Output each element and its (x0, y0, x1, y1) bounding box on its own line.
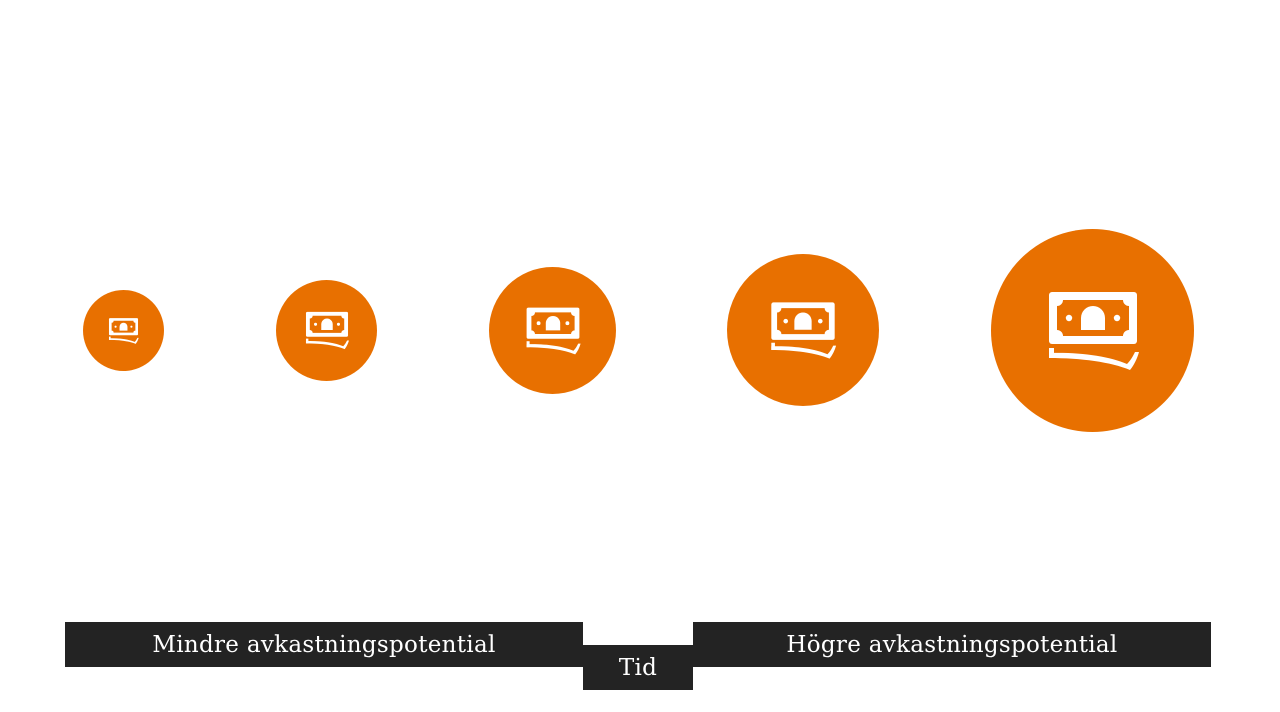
money-bill-icon (771, 301, 837, 359)
money-bill-icon (1048, 291, 1139, 370)
money-bill-icon (108, 317, 139, 344)
lower-return-label: Mindre avkastningspotential (65, 622, 583, 667)
time-label: Tid (583, 645, 693, 690)
money-circle-5 (991, 229, 1194, 432)
money-circle-2 (276, 280, 377, 381)
money-circle-1 (83, 290, 164, 371)
money-bill-icon (526, 307, 581, 354)
money-circle-3 (489, 267, 616, 394)
higher-return-label: Högre avkastningspotential (693, 622, 1211, 667)
money-bill-icon (305, 311, 349, 350)
money-circle-4 (727, 254, 879, 406)
